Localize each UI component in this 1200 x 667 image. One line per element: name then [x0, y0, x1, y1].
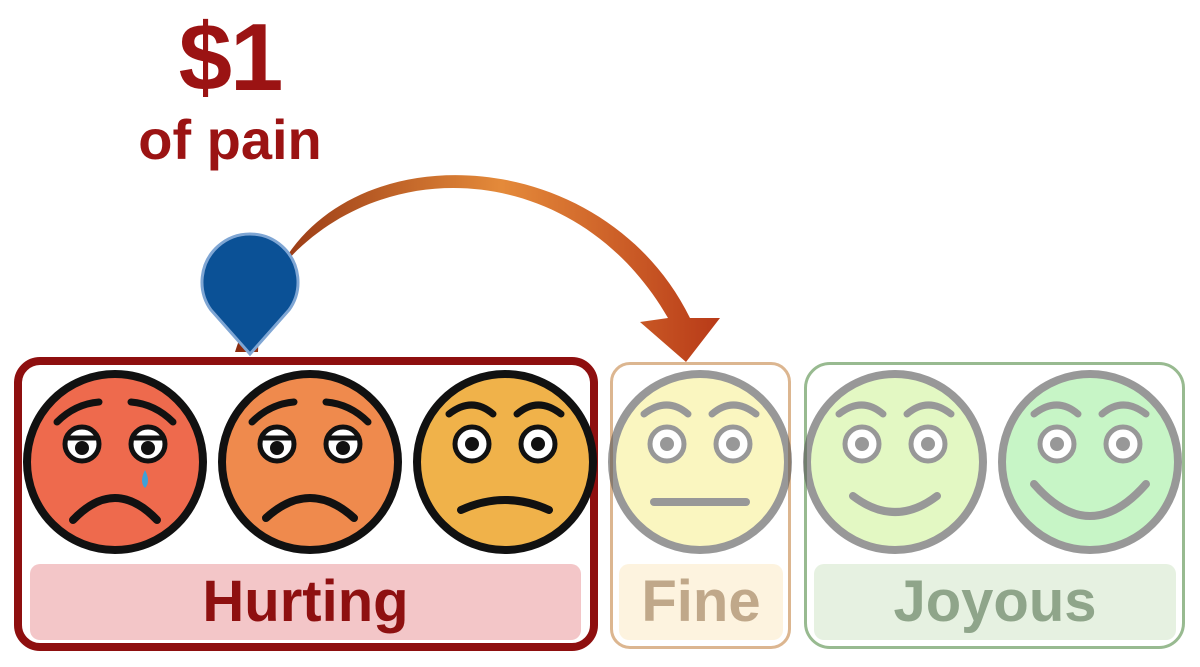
- headline-amount: $1: [178, 4, 284, 111]
- fine-group-box: [610, 362, 791, 649]
- curved-arrow-icon: [235, 175, 720, 362]
- hurting-group-box: [14, 357, 598, 651]
- headline-subtitle: of pain: [138, 108, 322, 171]
- worried-face-icon: [413, 370, 597, 554]
- grinning-face-icon: [998, 370, 1182, 554]
- headline: $1 of pain: [110, 8, 350, 170]
- joyous-group-box: [804, 362, 1185, 649]
- location-pin-icon: [200, 232, 300, 357]
- crying-face-icon: [23, 370, 207, 554]
- neutral-face-icon: [608, 370, 792, 554]
- sad-face-icon: [218, 370, 402, 554]
- smiling-face-icon: [803, 370, 987, 554]
- fine-label: Fine: [619, 564, 783, 640]
- joyous-label: Joyous: [814, 564, 1176, 640]
- hurting-label: Hurting: [30, 564, 581, 640]
